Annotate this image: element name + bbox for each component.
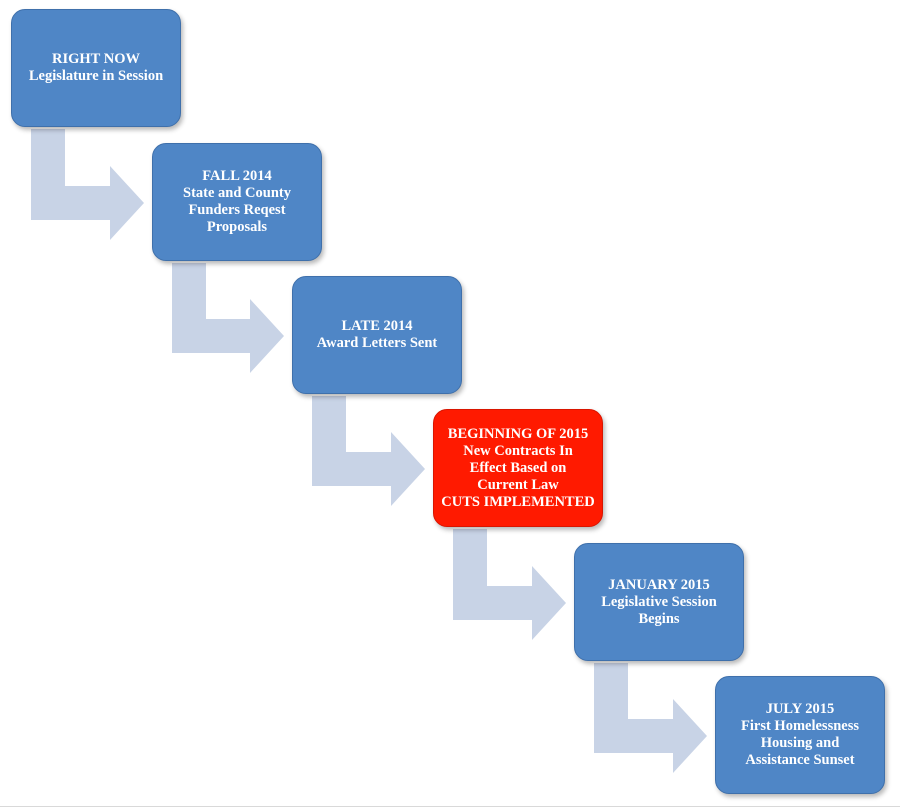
connector-arrow-3: [312, 396, 425, 506]
step-january-2015-text: JANUARY 2015 Legislative Session Begins: [601, 577, 717, 628]
connector-arrow-4: [453, 529, 566, 640]
step-fall-2014: FALL 2014 State and County Funders Reqes…: [152, 143, 322, 261]
bottom-divider: [0, 806, 900, 807]
step-january-2015-line-1: Legislative Session: [601, 593, 717, 610]
step-late-2014-line-1: Award Letters Sent: [316, 335, 438, 351]
step-july-2015-line-3: Assistance Sunset: [745, 752, 855, 768]
step-late-2014-heading: LATE 2014: [341, 318, 413, 334]
step-beginning-of-2015-heading: BEGINNING OF 2015: [447, 425, 589, 442]
step-fall-2014-line-3: Proposals: [206, 219, 268, 235]
connector-arrow-5: [594, 663, 707, 773]
step-right-now-text: RIGHT NOW Legislature in Session: [29, 51, 163, 85]
step-fall-2014-text: FALL 2014 State and County Funders Reqes…: [183, 168, 291, 236]
step-july-2015-heading: JULY 2015: [765, 701, 835, 717]
step-beginning-of-2015-line-4: CUTS IMPLEMENTED: [441, 493, 595, 510]
step-fall-2014-heading: FALL 2014: [202, 168, 272, 184]
step-right-now-line-1: Legislature in Session: [28, 68, 164, 84]
step-right-now-heading: RIGHT NOW: [52, 51, 140, 67]
step-january-2015: JANUARY 2015 Legislative Session Begins: [574, 543, 744, 661]
step-fall-2014-line-1: State and County: [183, 185, 291, 201]
step-beginning-of-2015: BEGINNING OF 2015 New Contracts In Effec…: [433, 409, 603, 527]
connector-arrow-1: [31, 129, 144, 240]
step-july-2015-text: JULY 2015 First Homelessness Housing and…: [741, 701, 859, 769]
step-beginning-of-2015-text: BEGINNING OF 2015 New Contracts In Effec…: [441, 426, 594, 511]
step-january-2015-line-2: Begins: [638, 610, 680, 627]
step-july-2015-line-2: Housing and: [760, 735, 840, 751]
step-january-2015-heading: JANUARY 2015: [608, 576, 710, 593]
step-beginning-of-2015-line-1: New Contracts In: [463, 442, 573, 459]
step-fall-2014-line-2: Funders Reqest: [188, 202, 286, 218]
step-beginning-of-2015-line-3: Current Law: [477, 476, 559, 493]
step-beginning-of-2015-line-2: Effect Based on: [469, 459, 567, 476]
step-july-2015-line-1: First Homelessness: [741, 718, 859, 734]
step-late-2014-text: LATE 2014 Award Letters Sent: [317, 318, 438, 352]
step-late-2014: LATE 2014 Award Letters Sent: [292, 276, 462, 394]
connector-arrow-2: [172, 263, 284, 373]
step-july-2015: JULY 2015 First Homelessness Housing and…: [715, 676, 885, 794]
step-right-now: RIGHT NOW Legislature in Session: [11, 9, 181, 127]
